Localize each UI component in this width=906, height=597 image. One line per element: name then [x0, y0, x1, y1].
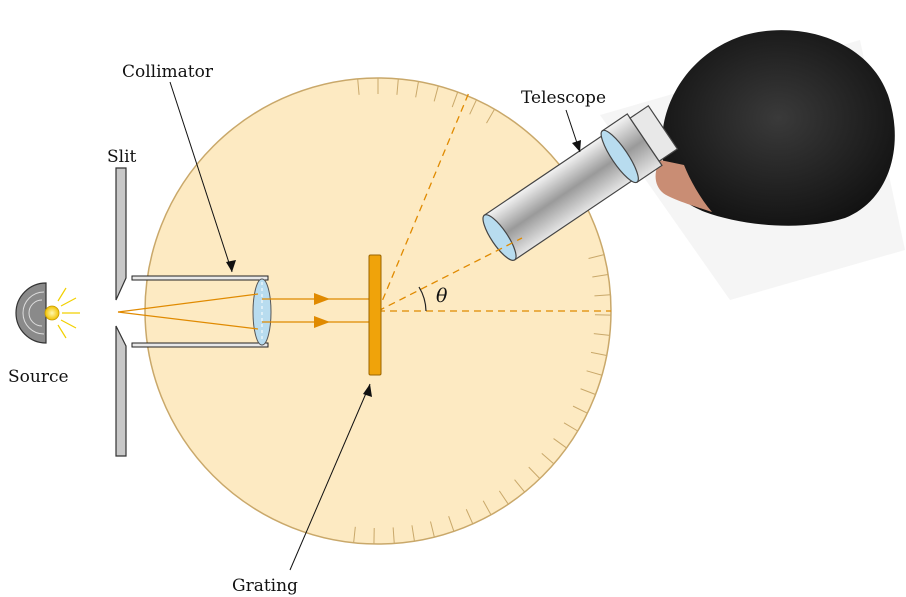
light-source [16, 283, 80, 343]
grating-label: Grating [232, 576, 298, 596]
telescope-label: Telescope [521, 88, 606, 108]
grating [369, 255, 381, 375]
collimator-label: Collimator [122, 62, 214, 82]
source-label: Source [8, 367, 69, 387]
slit-label: Slit [107, 147, 137, 167]
angle-label: θ [436, 285, 448, 307]
telescope-arrowhead [572, 140, 581, 152]
